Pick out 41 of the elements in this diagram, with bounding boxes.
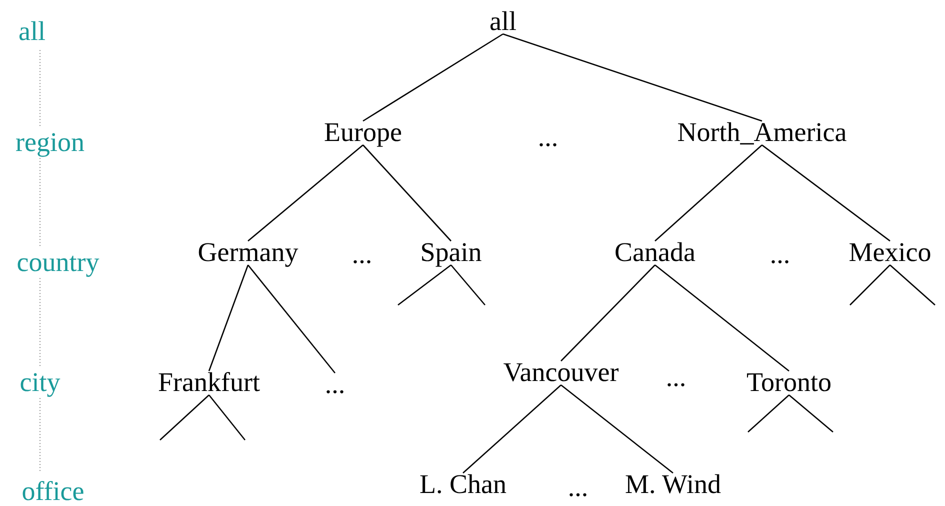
tree-branch-line [450, 264, 486, 306]
tree-branch-line [502, 33, 762, 122]
tree-branch-line [762, 144, 890, 242]
tree-branch-line [248, 144, 364, 242]
tree-branch-line [654, 264, 790, 372]
level-label: country [16, 247, 100, 277]
ellipsis: ... [568, 472, 588, 502]
tree-node-label: Germany [198, 237, 298, 267]
tree-node-label: Europe [324, 117, 402, 147]
ellipsis: ... [666, 362, 686, 392]
tree-branch-line [208, 394, 246, 440]
tree-branch-line [788, 394, 834, 432]
ellipsis: ... [538, 122, 558, 152]
tree-branch-line [462, 384, 562, 474]
tree-branch-line [208, 264, 249, 372]
tree-node-label: Vancouver [503, 357, 619, 387]
tree-branch-line [560, 384, 674, 474]
tree-node-label: all [490, 6, 516, 36]
tree-branch-line [560, 264, 656, 362]
tree-node-label: ... [324, 369, 346, 399]
level-label: city [20, 367, 60, 397]
tree-branch-line [748, 394, 790, 432]
tree-branch-line [362, 144, 452, 242]
tree-node-label: North_America [677, 117, 847, 147]
tree-node-label: Canada [614, 237, 696, 267]
tree-node-label: Spain [420, 237, 482, 267]
ellipsis: ... [352, 239, 372, 269]
tree-branch-line [850, 264, 890, 306]
tree-node-label: Frankfurt [158, 367, 260, 397]
tree-node-label: Mexico [848, 237, 932, 267]
tree-branch-line [362, 33, 504, 122]
tree-branch-line [890, 264, 936, 306]
ellipsis: ... [770, 239, 790, 269]
level-label: region [16, 127, 84, 157]
tree-branch-line [248, 264, 336, 374]
tree-node-label: L. Chan [420, 469, 506, 499]
tree-node-label: Toronto [746, 367, 832, 397]
tree-branch-line [160, 394, 210, 440]
tree-branch-line [398, 264, 452, 306]
tree-branch-line [654, 144, 762, 242]
tree-node-label: M. Wind [625, 469, 721, 499]
